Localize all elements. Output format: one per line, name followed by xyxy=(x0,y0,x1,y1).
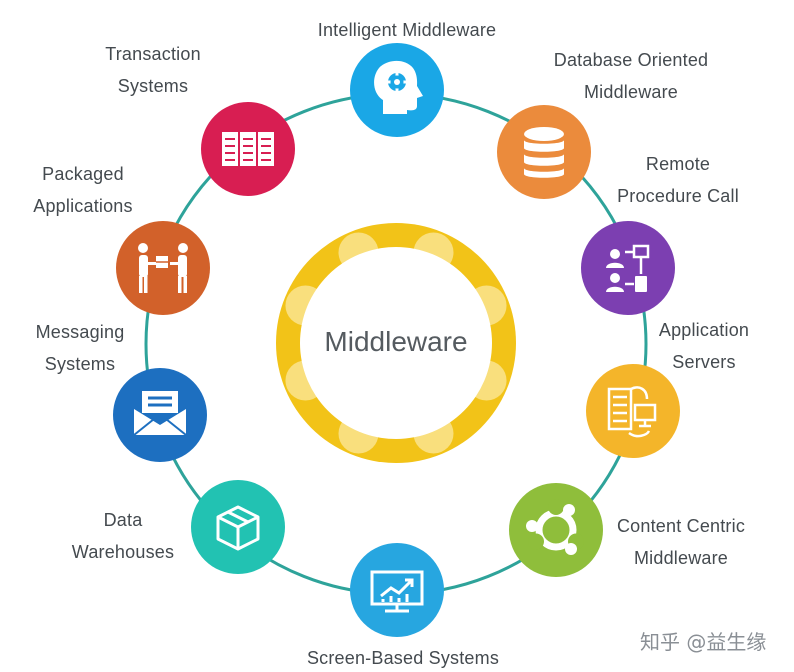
node-messaging[interactable] xyxy=(113,368,207,462)
flowchart-icon xyxy=(606,244,650,292)
server-racks-icon xyxy=(222,132,274,166)
node-transaction[interactable] xyxy=(201,102,295,196)
node-intelligent[interactable] xyxy=(350,43,444,137)
database-icon xyxy=(524,127,564,178)
node-warehouse[interactable] xyxy=(191,480,285,574)
label-intelligent: Intelligent Middleware xyxy=(317,20,497,40)
watermark: 知乎 @益生缘 xyxy=(640,630,767,654)
head-gear-icon xyxy=(374,60,423,115)
node-packaged[interactable] xyxy=(116,221,210,315)
label-screen: Screen-Based Systems xyxy=(306,648,500,668)
node-screen[interactable] xyxy=(350,543,444,637)
server-icon xyxy=(607,386,657,438)
node-database[interactable] xyxy=(497,105,591,199)
center-gear xyxy=(276,223,516,463)
monitor-chart-icon xyxy=(370,570,424,613)
handover-icon xyxy=(138,243,188,293)
box-icon xyxy=(216,505,260,551)
node-rpc[interactable] xyxy=(581,221,675,315)
envelope-icon xyxy=(133,391,187,436)
node-appserver[interactable] xyxy=(586,364,680,458)
center-label: Middleware xyxy=(324,326,468,357)
ubuntu-logo-icon xyxy=(526,499,584,555)
node-content[interactable] xyxy=(509,483,603,577)
